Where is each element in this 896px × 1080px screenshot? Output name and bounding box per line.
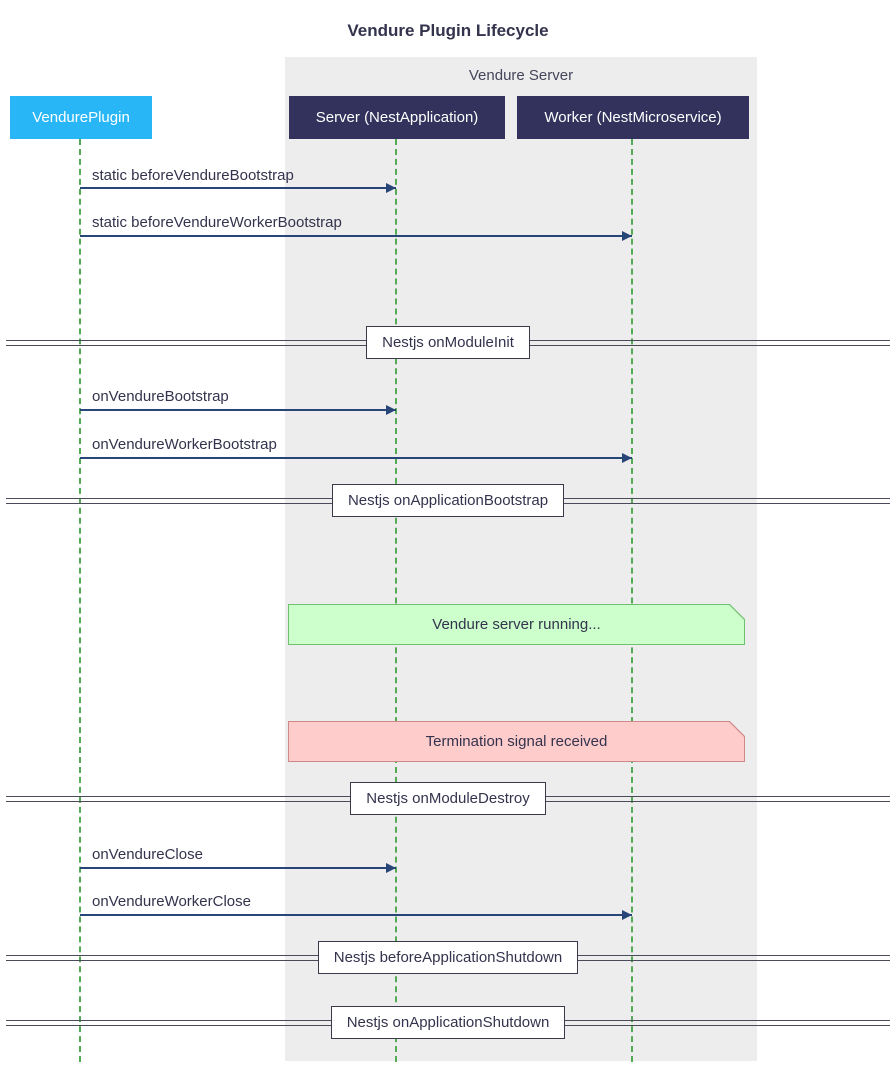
diagram-title: Vendure Plugin Lifecycle bbox=[347, 21, 549, 40]
note-text: Vendure server running... bbox=[432, 616, 601, 633]
message-arrow bbox=[80, 453, 632, 463]
note-vendure-server-running: Vendure server running... bbox=[288, 604, 745, 645]
message-label-onvendurebootstrap: onVendureBootstrap bbox=[92, 388, 229, 405]
actor-server-nestapplication: Server (NestApplication) bbox=[289, 96, 505, 139]
group-label: Vendure Server bbox=[468, 67, 574, 84]
actor-worker-nestmicroservice: Worker (NestMicroservice) bbox=[517, 96, 749, 139]
divider-label: Nestjs onApplicationBootstrap bbox=[331, 484, 565, 517]
message-label-onvendureclose: onVendureClose bbox=[92, 846, 203, 863]
message-arrow bbox=[80, 910, 632, 920]
message-arrow bbox=[80, 183, 396, 193]
actor-vendureplugin: VendurePlugin bbox=[10, 96, 152, 139]
message-arrow bbox=[80, 231, 632, 241]
divider-nestjs-onapplicationshutdown: Nestjs onApplicationShutdown bbox=[0, 1006, 896, 1039]
lifeline-worker bbox=[631, 139, 633, 1062]
group-vendure-server: Vendure Server bbox=[285, 57, 757, 1061]
message-label-before-vendure-bootstrap: static beforeVendureBootstrap bbox=[92, 167, 294, 184]
divider-label: Nestjs onModuleInit bbox=[366, 326, 530, 359]
divider-label: Nestjs beforeApplicationShutdown bbox=[317, 941, 579, 974]
message-label-before-vendure-worker-bootstrap: static beforeVendureWorkerBootstrap bbox=[92, 214, 342, 231]
note-fold-corner-icon bbox=[729, 721, 745, 737]
message-arrow bbox=[80, 863, 396, 873]
divider-label: Nestjs onModuleDestroy bbox=[350, 782, 546, 815]
note-termination-signal-received: Termination signal received bbox=[288, 721, 745, 762]
note-text: Termination signal received bbox=[425, 733, 608, 750]
message-arrow bbox=[80, 405, 396, 415]
message-label-onvendureworkerbootstrap: onVendureWorkerBootstrap bbox=[92, 436, 277, 453]
lifeline-server bbox=[395, 139, 397, 1062]
divider-nestjs-onmoduledestroy: Nestjs onModuleDestroy bbox=[0, 782, 896, 815]
divider-nestjs-onmoduleinit: Nestjs onModuleInit bbox=[0, 326, 896, 359]
divider-nestjs-beforeapplicationshutdown: Nestjs beforeApplicationShutdown bbox=[0, 941, 896, 974]
divider-nestjs-onapplicationbootstrap: Nestjs onApplicationBootstrap bbox=[0, 484, 896, 517]
message-label-onvendureworkerclose: onVendureWorkerClose bbox=[92, 893, 251, 910]
divider-label: Nestjs onApplicationShutdown bbox=[330, 1006, 566, 1039]
note-fold-corner-icon bbox=[729, 604, 745, 620]
lifeline-vendureplugin bbox=[79, 139, 81, 1062]
